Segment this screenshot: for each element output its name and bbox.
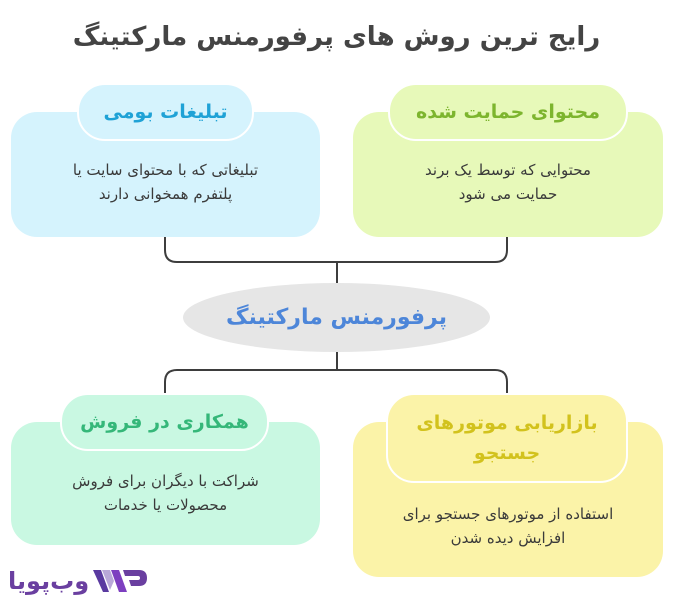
affiliate-title: همکاری در فروش	[60, 393, 269, 451]
desc-line: پلتفرم همخوانی دارند	[98, 185, 233, 203]
logo-wp-icon	[93, 570, 148, 592]
native-ads-card: تبلیغاتی که با محتوای سایت یا پلتفرم همخ…	[11, 112, 320, 237]
desc-line: شراکت با دیگران برای فروش	[72, 472, 259, 490]
sem-title: بازاریابی موتورهای جستجو	[386, 393, 628, 483]
affiliate-description: شراکت با دیگران برای فروش محصولات یا خدم…	[11, 469, 320, 517]
sponsored-content-description: محتوایی که توسط یک برند حمایت می شود	[353, 158, 663, 206]
node-title-text: همکاری در فروش	[80, 411, 249, 433]
sem-description: استفاده از موتورهای جستجو برای افزایش دی…	[353, 502, 663, 550]
sponsored-content-title: محتوای حمایت شده	[388, 83, 628, 141]
logo-wordmark: وب‌پویا	[8, 567, 90, 595]
node-title-text: بازاریابی موتورهای	[416, 412, 598, 434]
desc-line: افزایش دیده شدن	[450, 529, 566, 547]
node-title-text: تبلیغات بومی	[103, 101, 228, 123]
diagram-title: رایج ترین روش های پرفورمنس مارکتینگ	[72, 22, 601, 52]
native-ads-description: تبلیغاتی که با محتوای سایت یا پلتفرم همخ…	[11, 158, 320, 206]
center-node: پرفورمنس مارکتینگ	[183, 283, 490, 352]
desc-line: استفاده از موتورهای جستجو برای	[402, 505, 614, 523]
node-title-text: جستجو	[473, 442, 541, 464]
desc-line: حمایت می شود	[458, 185, 558, 203]
node-title-text: محتوای حمایت شده	[416, 101, 600, 123]
desc-line: محتوایی که توسط یک برند	[425, 161, 591, 179]
brand-logo: وب‌پویا	[8, 566, 149, 596]
native-ads-title: تبلیغات بومی	[77, 83, 254, 141]
desc-line: تبلیغاتی که با محتوای سایت یا	[72, 161, 259, 179]
center-node-label: پرفورمنس مارکتینگ	[226, 305, 447, 330]
desc-line: محصولات یا خدمات	[103, 496, 228, 514]
